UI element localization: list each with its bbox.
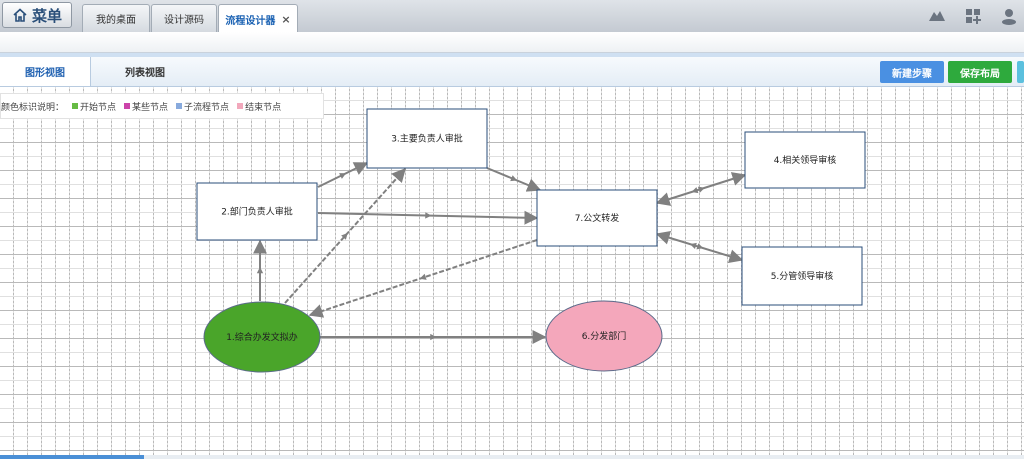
tab-my-desktop[interactable]: 我的桌面: [82, 4, 150, 32]
legend-item-subflow: 子流程节点: [176, 100, 229, 113]
node-shape: [203, 301, 321, 373]
node-shape: [744, 131, 866, 189]
legend-item-start: 开始节点: [72, 100, 116, 113]
menu-button[interactable]: 菜单: [2, 2, 72, 28]
tab-label: 列表视图: [125, 68, 165, 79]
flow-node-n7[interactable]: 7.公文转发: [536, 189, 658, 247]
legend-swatch: [124, 103, 131, 109]
tab-flow-designer[interactable]: 流程设计器 ×: [218, 4, 298, 33]
node-label: 2.部门负责人审批: [221, 206, 293, 218]
flow-node-n1[interactable]: 1.综合办发文拟办: [203, 301, 321, 373]
node-label: 7.公文转发: [575, 212, 620, 224]
close-icon[interactable]: ×: [281, 12, 291, 26]
flow-canvas[interactable]: 颜色标识说明： 开始节点 某些节点 子流程节点 结束节点 1.综合办发文拟办 2.…: [0, 87, 1024, 455]
tab-label: 流程设计器: [225, 15, 276, 27]
scroll-thumb[interactable]: [0, 455, 144, 459]
user-icon[interactable]: [998, 6, 1020, 26]
node-label: 6.分发部门: [582, 330, 627, 342]
cloud-icon[interactable]: [926, 6, 948, 26]
menu-label: 菜单: [31, 6, 62, 25]
sub-toolbar: [0, 32, 1024, 53]
node-label: 5.分管领导审核: [771, 270, 834, 282]
edge-midarrow: [339, 173, 347, 179]
new-step-button[interactable]: 新建步骤: [880, 61, 944, 83]
flow-node-n5[interactable]: 5.分管领导审核: [741, 246, 863, 306]
edge-midarrow: [510, 175, 518, 182]
tab-label: 我的桌面: [96, 15, 136, 26]
button-label: 保存布局: [960, 68, 1000, 80]
legend-item-some: 某些节点: [124, 100, 168, 113]
button-label: 新建步骤: [892, 68, 932, 80]
view-bar: 图形视图 列表视图 新建步骤 保存布局: [0, 57, 1024, 87]
node-shape: [366, 108, 488, 169]
home-icon: [13, 8, 27, 22]
node-shape: [196, 182, 318, 241]
edge-midarrow: [697, 186, 705, 193]
flow-node-n4[interactable]: 4.相关领导审核: [744, 131, 866, 189]
tab-design-source[interactable]: 设计源码: [151, 4, 217, 32]
node-shape: [741, 246, 863, 306]
node-label: 4.相关领导审核: [774, 154, 837, 166]
node-shape: [545, 300, 663, 372]
separator: [0, 53, 1024, 57]
edge-n1-n3[interactable]: [284, 167, 406, 304]
flow-node-n6[interactable]: 6.分发部门: [545, 300, 663, 372]
top-tab-bar: 菜单 我的桌面 设计源码 流程设计器 ×: [0, 0, 1024, 33]
legend-swatch: [72, 103, 79, 109]
edge-midarrow: [425, 212, 432, 219]
bottom-scrollbar[interactable]: [0, 455, 1024, 459]
flow-node-n3[interactable]: 3.主要负责人审批: [366, 108, 488, 169]
tab-graphic-view[interactable]: 图形视图: [0, 57, 91, 86]
edge-midarrow: [689, 242, 697, 249]
legend-swatch: [237, 103, 244, 109]
edge-midarrow: [696, 243, 704, 250]
node-shape: [536, 189, 658, 247]
edge-midarrow: [691, 187, 699, 194]
tab-label: 图形视图: [25, 68, 65, 79]
edge-midarrow: [430, 333, 437, 341]
flow-node-n2[interactable]: 2.部门负责人审批: [196, 182, 318, 241]
edge-midarrow: [341, 233, 348, 240]
color-legend: 颜色标识说明： 开始节点 某些节点 子流程节点 结束节点: [0, 93, 324, 119]
flow-diagram: 1.综合办发文拟办 2.部门负责人审批 3.主要负责人审批 4.相关领导审核 5.分管领…: [196, 108, 866, 373]
edge-midarrow: [256, 267, 264, 274]
legend-prefix: 颜色标识说明：: [1, 102, 65, 113]
extra-button[interactable]: [1017, 61, 1024, 83]
node-label: 3.主要负责人审批: [391, 133, 463, 145]
edge-midarrow: [419, 273, 427, 280]
legend-item-end: 结束节点: [237, 100, 281, 113]
legend-swatch: [176, 103, 183, 109]
node-label: 1.综合办发文拟办: [226, 331, 298, 343]
grid-plus-icon[interactable]: [962, 6, 984, 26]
tab-list-view[interactable]: 列表视图: [90, 57, 200, 86]
save-layout-button[interactable]: 保存布局: [948, 61, 1012, 83]
tab-label: 设计源码: [164, 15, 204, 26]
